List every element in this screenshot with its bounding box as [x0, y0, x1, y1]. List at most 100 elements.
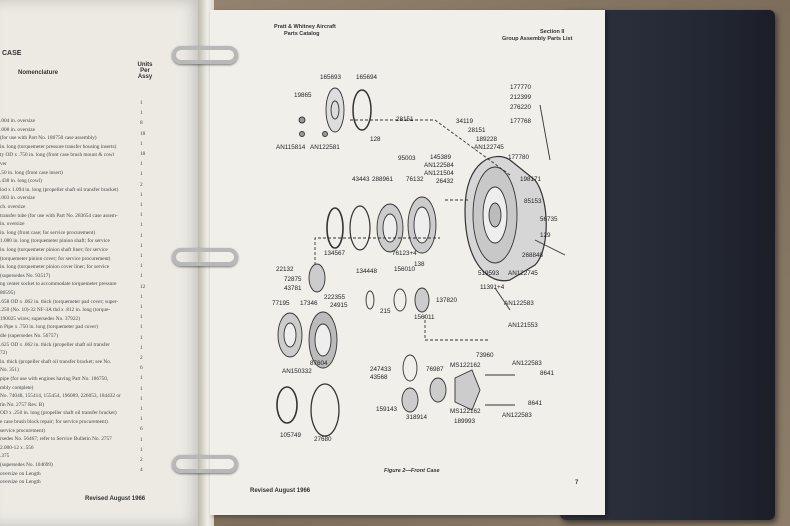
part-number-label: 95003	[398, 155, 416, 162]
part-number-label: AN122581	[310, 144, 340, 151]
left-page-line: in. oversize	[0, 221, 25, 228]
page-number: 7	[575, 480, 579, 486]
part-number-label: MS122162	[450, 362, 481, 369]
part-number-label: 165693	[320, 74, 342, 81]
left-page-quantity: 1	[140, 171, 143, 178]
part-number-label: AN121553	[508, 322, 538, 329]
left-page-line: rsedes No. 56467; refer to Service Bulle…	[0, 436, 112, 443]
small-ring-b	[401, 387, 419, 413]
header-section: Section II	[540, 29, 565, 35]
part-number-label: AN122583	[504, 300, 534, 307]
left-page-quantity: 8	[140, 120, 143, 127]
left-page-line: 72)	[0, 350, 8, 357]
part-number-label: 189228	[476, 136, 498, 143]
part-number-label: 11391+4	[480, 284, 505, 291]
oil-transfer-bracket-bore	[283, 322, 297, 348]
left-page-line: 2.000-12 x .556	[0, 444, 34, 451]
part-number-label: 28151	[468, 127, 486, 134]
small-bearing	[429, 377, 447, 403]
left-page-quantity: 1	[140, 436, 143, 443]
left-page-quantity: 1	[140, 273, 143, 280]
large-gasket-ring	[310, 383, 340, 437]
part-number-label: 177780	[508, 154, 530, 161]
left-page-line: .250 (No. 10)-32 NF-3A thd x .812 in. lo…	[0, 307, 111, 314]
part-number-label: 128	[370, 136, 381, 143]
left-page-quantity: 1	[140, 161, 143, 168]
part-number-label: 76132	[406, 176, 424, 183]
right-page: Pratt & Whitney Aircraft Parts Catalog S…	[210, 10, 605, 515]
part-number-label: 76987	[426, 366, 444, 373]
left-page-quantity: 1	[140, 385, 143, 392]
part-number-label: 318914	[406, 414, 428, 421]
part-number-label: 129	[540, 232, 551, 239]
pinion-washer	[365, 290, 375, 310]
part-number-label: 34119	[456, 118, 474, 125]
left-page-quantity: 1	[140, 446, 143, 453]
part-number-label: 24915	[330, 302, 348, 309]
part-number-label: 134448	[356, 268, 378, 275]
left-page-line: e case brush block repair; for service p…	[0, 419, 108, 425]
part-number-label: AN150332	[282, 368, 312, 375]
left-page-line: .375	[0, 453, 10, 460]
gasket-ring	[352, 89, 372, 131]
left-page-line: .008 in. oversize	[0, 126, 36, 133]
left-page-line: .003 in. oversize	[0, 195, 36, 202]
left-page-line: transfer tube (for use with Part No. 283…	[0, 212, 118, 219]
small-bolt	[322, 131, 328, 137]
left-page-line: .658 OD x .062 in. thick (torquemeter pa…	[0, 298, 119, 305]
left-page-quantity: 1	[140, 253, 143, 259]
left-page-line: oversize on Length	[0, 479, 41, 486]
part-number-label: 138	[414, 261, 425, 268]
small-nut	[298, 116, 306, 124]
part-number-label: 17346	[300, 300, 318, 307]
left-page-quantity: 2	[140, 181, 143, 188]
left-page-quantity: 1	[140, 202, 143, 208]
pinion-cover-liner	[393, 288, 407, 312]
left-page-line: 190025 wires; supersedes No. 37922)	[0, 315, 80, 322]
header-company: Pratt & Whitney Aircraft	[274, 24, 336, 30]
left-page-line: ty OD x .750 in. long (front case brush …	[0, 152, 115, 159]
part-number-label: 189993	[454, 418, 476, 425]
spacer-ring	[349, 205, 371, 251]
part-number-label: 288961	[372, 176, 394, 183]
left-page-line: ver	[0, 161, 7, 167]
small-washer	[299, 131, 305, 137]
left-page-quantity: 1	[140, 263, 143, 270]
binder-ring-bottom	[172, 455, 238, 473]
left-page-line: oversize on Length	[0, 470, 41, 477]
left-page-quantity: 1	[140, 324, 143, 331]
left-page-footer: Revised August 1966	[85, 496, 146, 502]
left-page-quantity: 1	[140, 212, 143, 219]
left-page-line: .004 in. oversize	[0, 118, 36, 124]
left-page-line: in. long (torquemeter pinion shaft liner…	[0, 247, 108, 253]
left-page-line: in. long (torquemeter pressure transfer …	[0, 143, 117, 150]
left-page-quantity: 1	[140, 334, 143, 341]
part-number-label: 77195	[272, 300, 290, 307]
left-page-line: service procurement)	[0, 427, 45, 434]
left-page-quantity: 4	[140, 467, 143, 474]
pinion-cover	[414, 287, 430, 313]
stud-e	[494, 287, 511, 311]
left-page-line: .50 in. long (front case insert)	[0, 169, 63, 176]
part-number-label: 27680	[314, 436, 332, 443]
part-number-label: AN122584	[424, 162, 454, 169]
left-page-quantity: 1	[140, 100, 143, 106]
leader-line-a	[350, 119, 511, 176]
left-page-line: OD x .250 in. long (propeller shaft oil …	[0, 410, 117, 417]
left-page-quantity: 2	[140, 355, 143, 361]
left-page-line: lod x 1.094 in. long (propeller shaft oi…	[0, 186, 119, 193]
left-page-quantity: 1	[140, 406, 143, 412]
left-page-line: mbly complete)	[0, 384, 34, 391]
part-number-label: 8641	[540, 370, 555, 377]
part-number-label: 19865	[294, 92, 312, 99]
left-page-quantity: 12	[140, 283, 146, 290]
left-page-line: ng center socket to accommodate torqueme…	[0, 281, 117, 288]
binder-ring-middle	[172, 248, 238, 266]
left-page-line: No. 351)	[0, 367, 19, 374]
left-page-quantity: 6	[140, 426, 143, 433]
left-page-line: No. 74048, 155414, 155454, 196089, 22605…	[0, 393, 121, 400]
left-page-line: n Pipe x .750 in. long (torquemeter pad …	[0, 324, 98, 331]
left-page-line: dle (supersedes No. 56757)	[0, 333, 58, 339]
part-number-label: 276220	[510, 104, 532, 111]
part-number-label: AN122583	[512, 360, 542, 367]
